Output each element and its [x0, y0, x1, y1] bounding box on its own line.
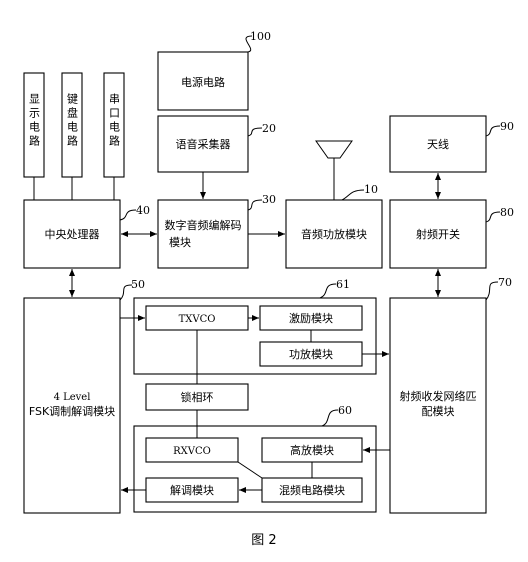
ref-leader-10 — [341, 189, 365, 201]
ref-leader-60 — [321, 409, 339, 427]
ref-leader-100 — [245, 35, 253, 53]
ref-20: 20 — [262, 122, 276, 135]
pll-label: 锁相环 — [181, 390, 214, 404]
pa-block: 功放模块 — [259, 341, 363, 367]
fsk-modem-block: 4 Level FSK调制解调模块 — [23, 297, 121, 514]
ref-60: 60 — [338, 404, 352, 417]
display-circuit-label: 显示电路 — [28, 93, 41, 149]
ref-leader-80 — [485, 211, 501, 223]
ref-50: 50 — [131, 278, 145, 291]
power-circuit-block: 电源电路 — [157, 51, 249, 111]
rf-match-block: 射频收发网络匹 配模块 — [389, 297, 487, 514]
pa-label: 功放模块 — [289, 347, 333, 361]
figure-caption: 图 2 — [251, 533, 276, 548]
ref-90: 90 — [500, 120, 514, 133]
antenna-block: 天线 — [389, 115, 487, 173]
rxvco-label: RXVCO — [173, 446, 211, 457]
mixer-label: 混频电路模块 — [279, 483, 345, 497]
keyboard-circuit-label: 键盘电路 — [66, 92, 79, 149]
codec-label-line2: 模块 — [169, 236, 191, 249]
lna-label: 高放模块 — [290, 443, 334, 457]
pll-block: 锁相环 — [145, 383, 249, 411]
ref-leader-50 — [119, 284, 133, 301]
power-circuit-label: 电源电路 — [181, 75, 225, 89]
fsk-label-line1: 4 Level — [54, 392, 91, 403]
txvco-block: TXVCO — [145, 305, 249, 331]
mixer-block: 混频电路模块 — [261, 477, 363, 503]
ref-30: 30 — [262, 193, 276, 206]
rf-match-label-line1: 射频收发网络匹 — [400, 389, 477, 403]
serial-circuit-label: 串口电路 — [108, 93, 121, 149]
cpu-label: 中央处理器 — [45, 228, 100, 241]
ref-leader-40 — [119, 209, 137, 221]
ref-80: 80 — [500, 206, 514, 219]
codec-label-line1: 数字音频编解码 — [165, 218, 242, 232]
ref-leader-61 — [319, 283, 337, 299]
ref-10: 10 — [364, 183, 378, 196]
voice-collector-block: 语音采集器 — [157, 115, 249, 173]
ref-leader-90 — [485, 125, 501, 137]
ref-leader-20 — [247, 127, 263, 137]
rf-match-label-line2: 配模块 — [422, 405, 455, 418]
audio-amp-block: 音频功放模块 — [285, 199, 383, 269]
rf-switch-label: 射频开关 — [416, 227, 460, 241]
excite-block: 激励模块 — [259, 305, 363, 331]
serial-circuit-block: 串口电路 — [103, 72, 125, 178]
ref-40: 40 — [136, 204, 150, 217]
ref-70: 70 — [498, 276, 512, 289]
voice-collector-label: 语音采集器 — [176, 137, 231, 151]
rxvco-block: RXVCO — [145, 437, 239, 463]
keyboard-circuit-block: 键盘电路 — [61, 72, 83, 178]
demod-label: 解调模块 — [170, 483, 214, 497]
antenna-label: 天线 — [427, 137, 449, 151]
ref-leader-30 — [247, 199, 263, 211]
ref-leader-70 — [485, 281, 499, 301]
display-circuit-block: 显示电路 — [23, 72, 45, 178]
excite-label: 激励模块 — [289, 311, 333, 325]
ref-61: 61 — [336, 278, 350, 291]
codec-block: 数字音频编解码 模块 — [157, 199, 249, 269]
speaker-icon — [315, 140, 353, 200]
demod-block: 解调模块 — [145, 477, 239, 503]
rf-switch-block: 射频开关 — [389, 199, 487, 269]
audio-amp-label: 音频功放模块 — [301, 227, 367, 241]
ref-100: 100 — [250, 30, 271, 43]
txvco-label: TXVCO — [179, 314, 216, 325]
cpu-block: 中央处理器 — [23, 199, 121, 269]
lna-block: 高放模块 — [261, 437, 363, 463]
link-rxvco-mixer — [237, 461, 263, 479]
fsk-label-line2: FSK调制解调模块 — [29, 404, 115, 418]
